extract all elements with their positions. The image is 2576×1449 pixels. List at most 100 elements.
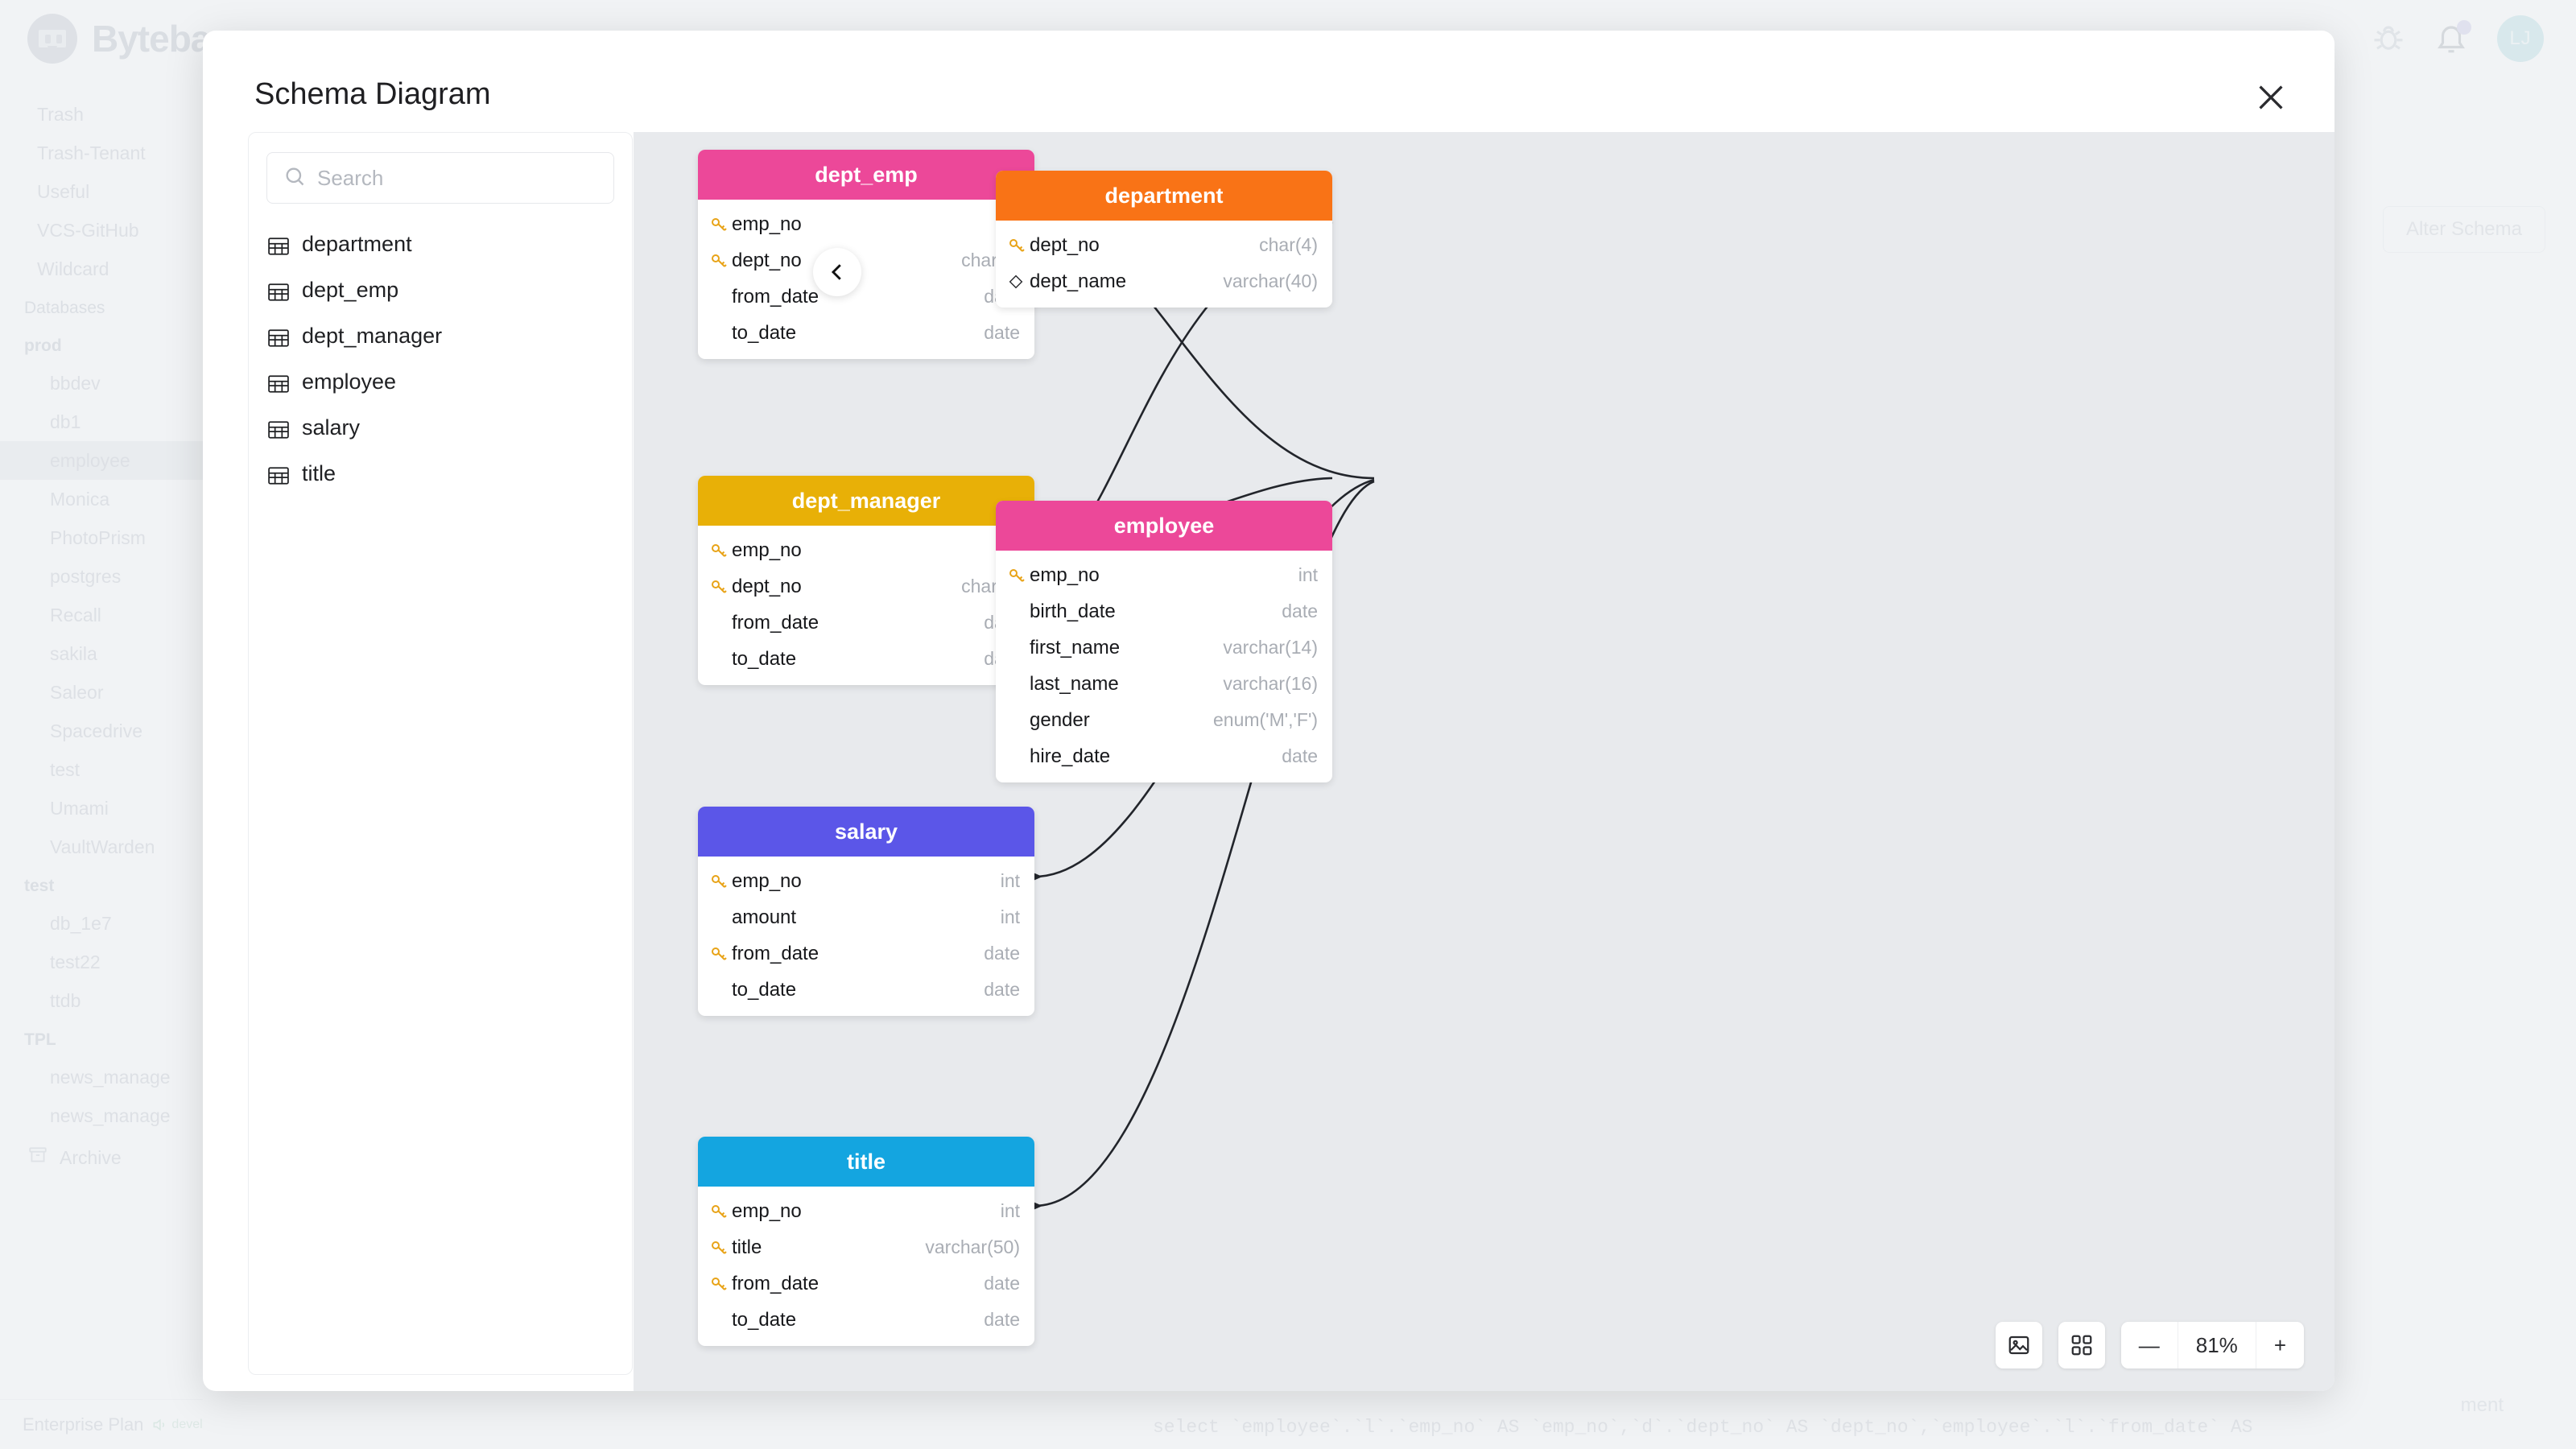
table-list-item-label: dept_manager <box>302 324 443 348</box>
diagram-canvas[interactable]: dept_empemp_nointdept_nochar(4)from_date… <box>634 132 2334 1391</box>
table-icon <box>268 374 289 393</box>
unique-index-icon <box>1007 273 1030 291</box>
column-type: date <box>984 943 1020 964</box>
table-list-item-label: department <box>302 232 412 256</box>
search-box[interactable] <box>266 152 614 204</box>
column-type: varchar(14) <box>1223 637 1318 658</box>
zoom-level-label: 81% <box>2178 1322 2256 1368</box>
table-list-item-label: employee <box>302 369 397 394</box>
column-row[interactable]: to_date date <box>698 972 1034 1008</box>
column-name: first_name <box>1030 636 1121 658</box>
key-icon <box>1007 236 1030 255</box>
column-name: to_date <box>732 321 797 344</box>
column-row[interactable]: dept_name varchar(40) <box>996 263 1332 299</box>
column-row[interactable]: to_date date <box>698 315 1034 351</box>
column-name: hire_date <box>1030 745 1111 767</box>
table-node-columns: emp_nointdept_nochar(4)from_datedateto_d… <box>698 200 1034 359</box>
modal-title: Schema Diagram <box>254 77 491 111</box>
column-type: int <box>1000 870 1020 891</box>
column-type: varchar(16) <box>1223 673 1318 694</box>
search-input[interactable] <box>317 165 597 191</box>
table-list-item-employee[interactable]: employee <box>249 359 632 405</box>
table-list-item-dept_emp[interactable]: dept_emp <box>249 267 632 313</box>
zoom-in-button[interactable]: + <box>2273 1332 2286 1357</box>
key-icon <box>709 1238 732 1257</box>
column-type: int <box>1000 1200 1020 1221</box>
column-row[interactable]: emp_no int <box>698 1193 1034 1229</box>
column-name: emp_no <box>732 539 802 561</box>
column-name: birth_date <box>1030 600 1116 622</box>
table-node-dept_emp[interactable]: dept_empemp_nointdept_nochar(4)from_date… <box>698 150 1034 359</box>
key-icon <box>1007 566 1030 585</box>
table-list-item-label: dept_emp <box>302 278 399 302</box>
column-name: to_date <box>732 647 797 670</box>
table-icon <box>268 236 289 255</box>
table-icon <box>268 282 289 301</box>
table-list-panel: department dept_emp dept_manager employee sa… <box>248 132 633 1375</box>
column-type: date <box>1282 745 1318 766</box>
column-name: to_date <box>732 978 797 1001</box>
table-list-item-label: title <box>302 461 336 485</box>
table-list-item-salary[interactable]: salary <box>249 405 632 451</box>
column-type: date <box>984 979 1020 1000</box>
column-row[interactable]: hire_date date <box>996 738 1332 774</box>
key-icon <box>709 541 732 560</box>
column-row[interactable]: emp_no int <box>698 863 1034 899</box>
export-image-button[interactable] <box>1995 1322 2042 1368</box>
column-type: int <box>1000 906 1020 927</box>
column-name: amount <box>732 906 797 928</box>
column-type: date <box>984 322 1020 343</box>
column-name: emp_no <box>732 1199 802 1222</box>
column-row[interactable]: first_name varchar(14) <box>996 630 1332 666</box>
close-icon[interactable] <box>2252 79 2289 116</box>
column-row[interactable]: from_date date <box>698 935 1034 972</box>
column-name: dept_no <box>732 575 802 597</box>
column-name: from_date <box>732 942 819 964</box>
column-name: to_date <box>732 1308 797 1331</box>
table-node-columns: emp_nointdept_nochar(4)from_datedateto_d… <box>698 526 1034 685</box>
zoom-out-button[interactable]: — <box>2121 1322 2178 1368</box>
column-type: int <box>1298 564 1318 585</box>
table-node-dept_manager[interactable]: dept_manageremp_nointdept_nochar(4)from_… <box>698 476 1034 685</box>
column-row[interactable]: amount int <box>698 899 1034 935</box>
column-name: dept_name <box>1030 270 1127 292</box>
column-type: varchar(50) <box>925 1236 1020 1257</box>
table-node-title: salary <box>698 807 1034 857</box>
column-name: emp_no <box>732 869 802 892</box>
zoom-controls: — 81% + <box>2120 1322 2304 1368</box>
key-icon <box>709 215 732 234</box>
table-node-title: title <box>698 1137 1034 1187</box>
canvas-toolbar: — 81% + <box>1995 1322 2304 1368</box>
column-name: emp_no <box>732 213 802 235</box>
table-list-item-department[interactable]: department <box>249 221 632 267</box>
table-icon <box>268 328 289 347</box>
table-list-item-dept_manager[interactable]: dept_manager <box>249 313 632 359</box>
collapse-panel-button[interactable] <box>813 248 861 296</box>
layout-grid-button[interactable] <box>2058 1322 2105 1368</box>
column-type: varchar(40) <box>1223 270 1318 291</box>
table-list-item-title[interactable]: title <box>249 451 632 497</box>
key-icon <box>709 251 732 270</box>
